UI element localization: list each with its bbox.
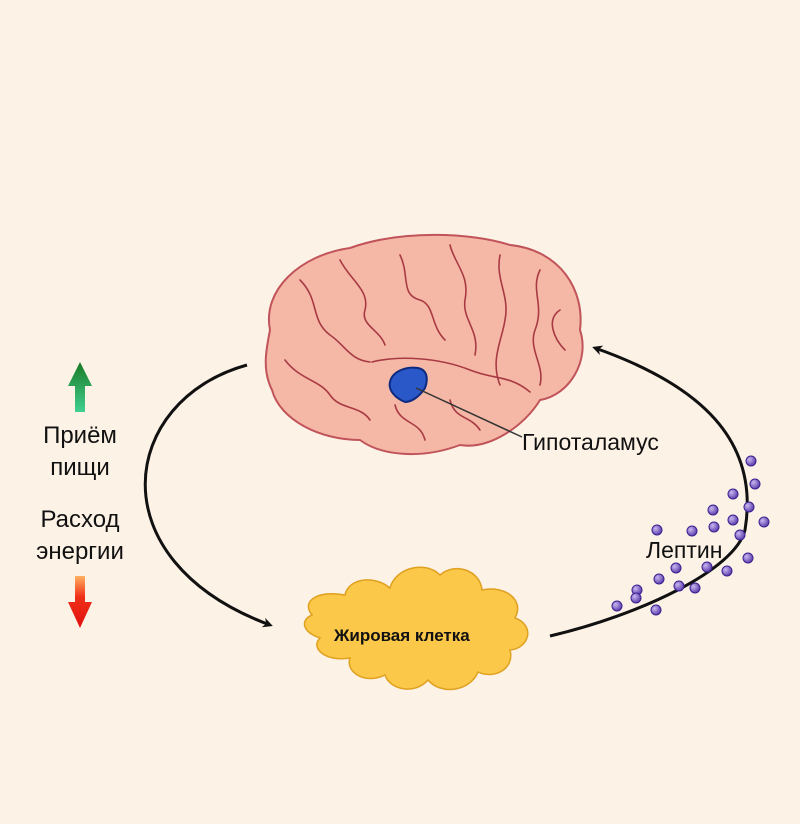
leptin-molecule bbox=[749, 478, 761, 490]
leptin-molecule bbox=[689, 582, 701, 594]
leptin-molecule bbox=[743, 501, 755, 513]
leptin-molecule bbox=[734, 529, 746, 541]
food-intake-label: Приём пищи bbox=[20, 422, 140, 482]
hypothalamus-pointer bbox=[415, 387, 523, 438]
leptin-molecule bbox=[758, 516, 770, 528]
leptin-molecule bbox=[721, 565, 733, 577]
hypothalamus-label: Гипоталамус bbox=[522, 429, 659, 455]
hypothalamus-region bbox=[388, 366, 428, 404]
fat-cell-label: Жировая клетка bbox=[334, 626, 470, 645]
leptin-molecule bbox=[701, 561, 713, 573]
leptin-molecule bbox=[708, 521, 720, 533]
leptin-molecule bbox=[630, 592, 642, 604]
brain bbox=[264, 233, 584, 455]
leptin-molecule bbox=[727, 488, 739, 500]
fat-to-brain-arrow bbox=[549, 345, 749, 638]
leptin-molecule bbox=[742, 552, 754, 564]
leptin-label: Лептин bbox=[646, 537, 723, 563]
brain-to-fat-arrow bbox=[143, 363, 273, 628]
leptin-molecule bbox=[686, 525, 698, 537]
energy-expenditure-label: Расход энергии bbox=[15, 506, 145, 566]
fat-cell-cloud bbox=[303, 566, 529, 691]
leptin-molecule bbox=[745, 455, 757, 467]
leptin-molecule bbox=[707, 504, 719, 516]
up-arrow-icon bbox=[68, 362, 92, 412]
food-intake-line-1: Приём bbox=[43, 422, 117, 449]
food-intake-line-2: пищи bbox=[50, 454, 110, 481]
down-arrow-icon bbox=[68, 576, 92, 628]
energy-expenditure-line-2: энергии bbox=[36, 538, 124, 565]
leptin-molecule bbox=[727, 514, 739, 526]
leptin-molecules bbox=[611, 455, 770, 616]
leptin-molecule bbox=[650, 604, 662, 616]
leptin-molecule bbox=[670, 562, 682, 574]
leptin-molecule bbox=[651, 524, 663, 536]
leptin-molecule bbox=[653, 573, 665, 585]
energy-expenditure-line-1: Расход bbox=[40, 506, 120, 533]
leptin-molecule bbox=[673, 580, 685, 592]
leptin-molecule bbox=[611, 600, 623, 612]
